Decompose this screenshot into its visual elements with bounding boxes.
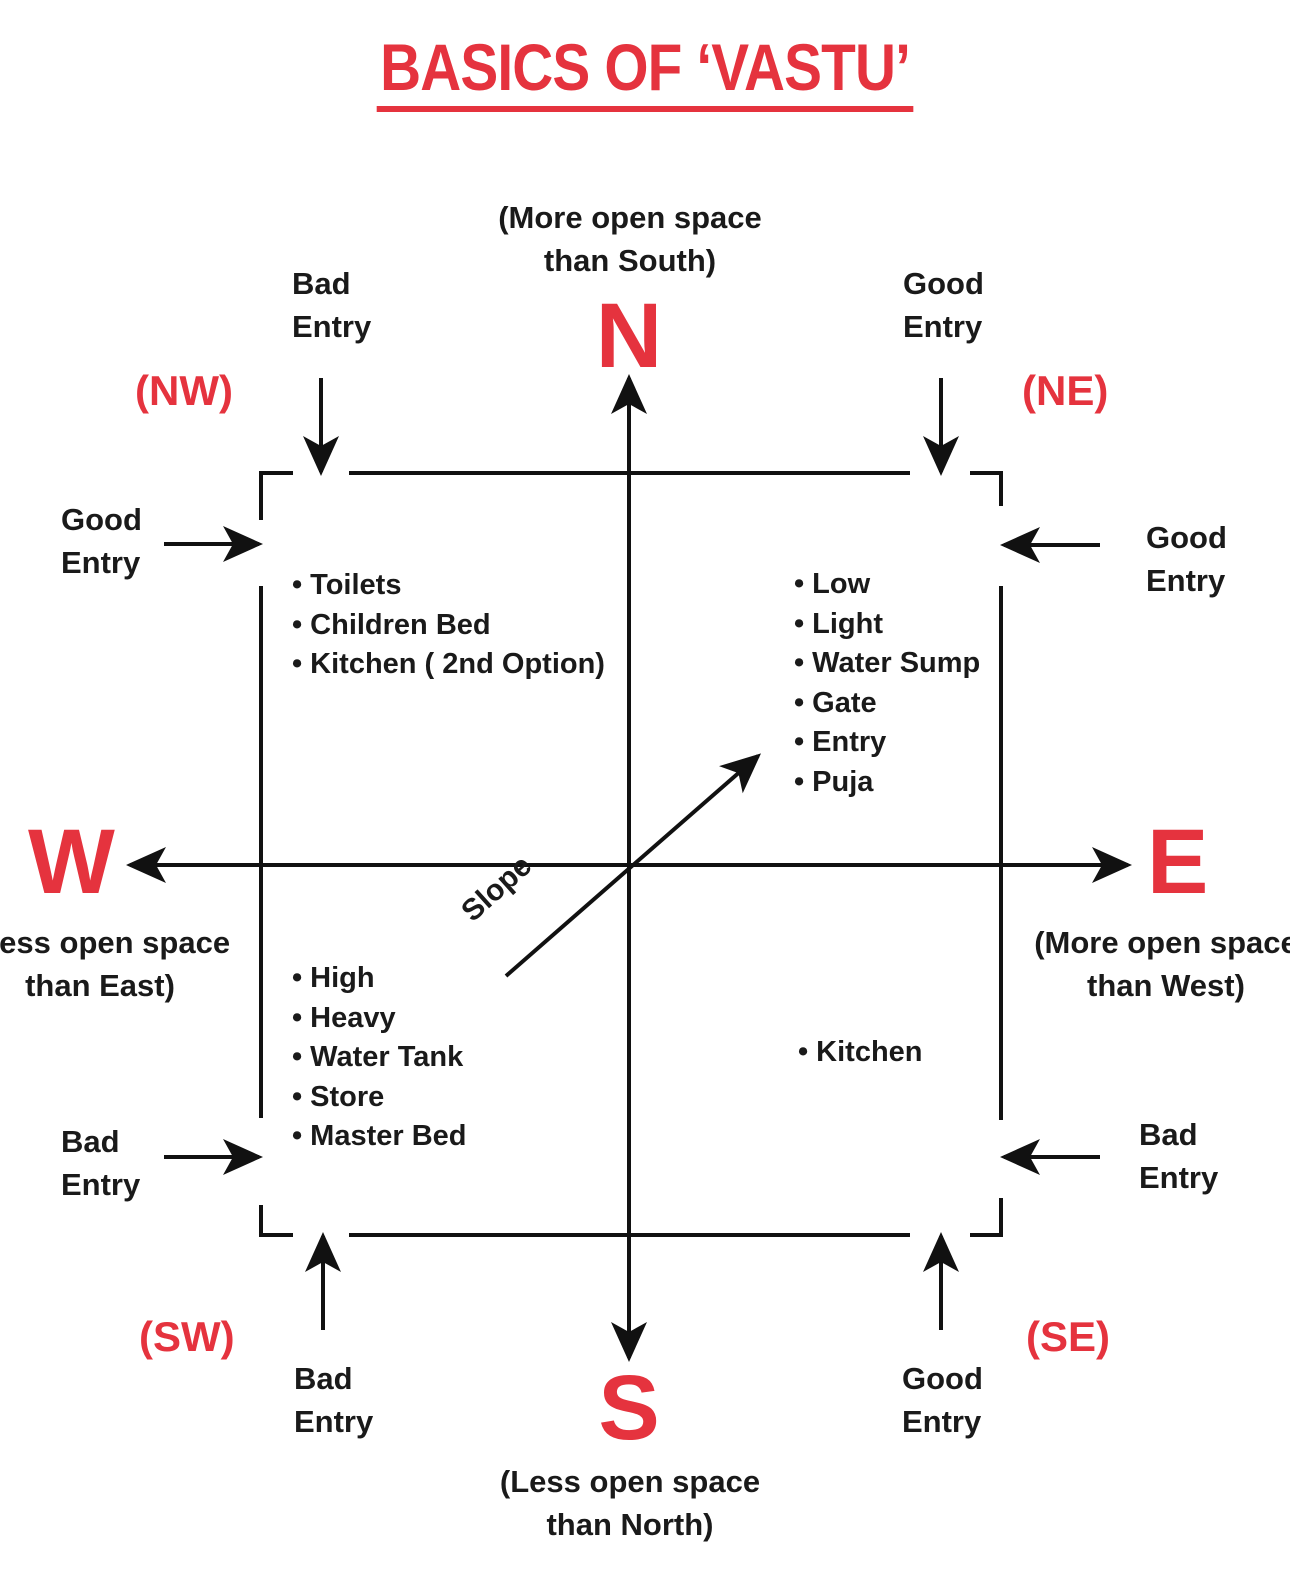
zone-list-ne: Low Light Water Sump Gate Entry Puja xyxy=(794,565,980,802)
south-note-line2: than North) xyxy=(546,1507,714,1542)
entry-label-se-right: Bad Entry xyxy=(1139,1113,1218,1199)
diagram-title-wrap: BASICS OF ‘VASTU’ xyxy=(0,28,1290,112)
zone-list-nw: Toilets Children Bed Kitchen ( 2nd Optio… xyxy=(292,566,605,685)
west-note: (Less open space than East) xyxy=(0,921,250,1007)
entry-word: Entry xyxy=(61,1167,141,1202)
zone-item: Master Bed xyxy=(292,1117,466,1157)
slope-arrow xyxy=(504,753,762,978)
zone-item: Entry xyxy=(794,723,980,763)
north-note-line1: (More open space xyxy=(498,200,762,235)
north-label: N xyxy=(595,285,663,387)
east-note-line1: (More open space xyxy=(1034,925,1290,960)
east-note: (More open space than West) xyxy=(1016,921,1290,1007)
corner-label-ne: (NE) xyxy=(1022,367,1109,414)
entry-quality: Good xyxy=(1146,520,1227,555)
entry-label-sw-bottom: Bad Entry xyxy=(294,1357,373,1443)
entry-quality: Bad xyxy=(61,1124,120,1159)
entry-label-ne-top: Good Entry xyxy=(903,262,984,348)
entry-word: Entry xyxy=(292,309,372,344)
east-label: E xyxy=(1147,811,1209,913)
entry-quality: Good xyxy=(903,266,984,301)
zone-item: Toilets xyxy=(292,566,605,606)
zone-item: Water Sump xyxy=(794,644,980,684)
entry-word: Entry xyxy=(903,309,983,344)
entry-quality: Bad xyxy=(1139,1117,1198,1152)
corner-label-se: (SE) xyxy=(1026,1313,1110,1360)
plot-boundary-bottom xyxy=(259,1205,910,1237)
south-note: (Less open space than North) xyxy=(480,1460,780,1546)
entry-label-ne-right: Good Entry xyxy=(1146,516,1227,602)
entry-word: Entry xyxy=(61,545,141,580)
south-note-line1: (Less open space xyxy=(499,1464,761,1499)
zone-list-sw: High Heavy Water Tank Store Master Bed xyxy=(292,959,466,1157)
entry-quality: Good xyxy=(902,1361,983,1396)
entry-quality: Good xyxy=(61,502,142,537)
zone-item: Water Tank xyxy=(292,1038,466,1078)
zone-item: Children Bed xyxy=(292,606,605,646)
zone-item: Low xyxy=(794,565,980,605)
zone-item: High xyxy=(292,959,466,999)
entry-word: Entry xyxy=(1146,563,1226,598)
north-note-line2: than South) xyxy=(543,243,717,278)
zone-item: Kitchen ( 2nd Option) xyxy=(292,645,605,685)
entry-word: Entry xyxy=(902,1404,982,1439)
west-note-line1: (Less open space xyxy=(0,925,231,960)
south-label: S xyxy=(598,1357,660,1459)
zone-list-se: Kitchen xyxy=(798,1033,922,1073)
north-note: (More open space than South) xyxy=(480,196,780,282)
entry-word: Entry xyxy=(1139,1160,1219,1195)
zone-item: Kitchen xyxy=(798,1033,922,1073)
corner-label-nw: (NW) xyxy=(135,367,233,414)
entry-label-nw-top: Bad Entry xyxy=(292,262,371,348)
west-label: W xyxy=(28,811,115,913)
plot-boundary-right xyxy=(970,586,1003,1237)
zone-item: Light xyxy=(794,605,980,645)
zone-item: Puja xyxy=(794,763,980,803)
entry-label-sw-left: Bad Entry xyxy=(61,1120,140,1206)
corner-label-sw: (SW) xyxy=(139,1313,235,1360)
west-note-line2: than East) xyxy=(25,968,175,1003)
entry-word: Entry xyxy=(294,1404,374,1439)
diagram-title: BASICS OF ‘VASTU’ xyxy=(376,28,914,112)
zone-item: Store xyxy=(292,1078,466,1118)
entry-quality: Bad xyxy=(292,266,351,301)
entry-label-nw-left: Good Entry xyxy=(61,498,142,584)
east-note-line2: than West) xyxy=(1087,968,1245,1003)
zone-item: Gate xyxy=(794,684,980,724)
entry-quality: Bad xyxy=(294,1361,353,1396)
zone-item: Heavy xyxy=(292,999,466,1039)
entry-label-se-bottom: Good Entry xyxy=(902,1357,983,1443)
